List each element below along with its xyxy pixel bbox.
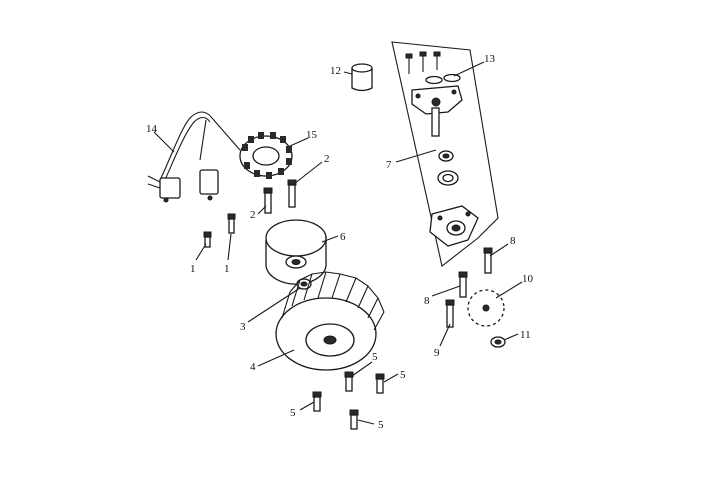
callout-6: 6 (340, 231, 346, 243)
bolt-part-8a (458, 271, 468, 298)
leader-lines (153, 61, 523, 425)
bolt-part-2a (263, 187, 273, 214)
callout-5c: 5 (290, 407, 296, 419)
sprocket-part-10 (467, 289, 505, 327)
bolt-part-1a (203, 231, 212, 248)
washers-part-13 (425, 73, 461, 85)
sleeve-part-12 (351, 63, 373, 92)
callout-15: 15 (306, 129, 318, 141)
nut-part-11 (490, 336, 506, 348)
bolt-part-5d (349, 409, 359, 430)
bolt-part-5b (375, 373, 385, 394)
bolt-part-9 (445, 299, 455, 328)
cooling-fan-part-4 (275, 271, 385, 371)
callout-3: 3 (240, 321, 246, 333)
stator-part-15 (239, 132, 293, 179)
bearing (437, 170, 459, 186)
callout-1b: 1 (224, 263, 230, 275)
callout-14: 14 (146, 123, 158, 135)
callout-12: 12 (330, 65, 341, 77)
callout-5d: 5 (378, 419, 384, 431)
callout-1a: 1 (190, 263, 196, 275)
bolt-part-5a (344, 371, 354, 392)
callout-2a: 2 (250, 209, 256, 221)
callout-5b: 5 (400, 369, 406, 381)
wiring-harness-part-14 (147, 111, 241, 203)
callout-labels: 1 1 2 2 3 4 5 5 5 5 6 7 8 8 9 10 11 12 1… (146, 53, 534, 431)
callout-2b: 2 (324, 153, 330, 165)
lower-plate (429, 205, 479, 247)
upper-plate (411, 85, 463, 137)
top-bolts (405, 51, 441, 74)
callout-7: 7 (386, 159, 392, 171)
bolt-part-5c (312, 391, 322, 412)
flywheel-part-6 (265, 219, 327, 285)
bearing-nut (438, 150, 454, 162)
callout-13: 13 (484, 53, 496, 65)
bracket-assembly-part-7 (391, 41, 499, 267)
bolt-part-1b (227, 213, 236, 234)
bolt-part-8b (483, 247, 493, 274)
callout-8b: 8 (510, 235, 516, 247)
callout-4: 4 (250, 361, 256, 373)
callout-11: 11 (520, 329, 531, 341)
callout-9: 9 (434, 347, 440, 359)
callout-8a: 8 (424, 295, 430, 307)
callout-10: 10 (522, 273, 534, 285)
callout-5a: 5 (372, 351, 378, 363)
